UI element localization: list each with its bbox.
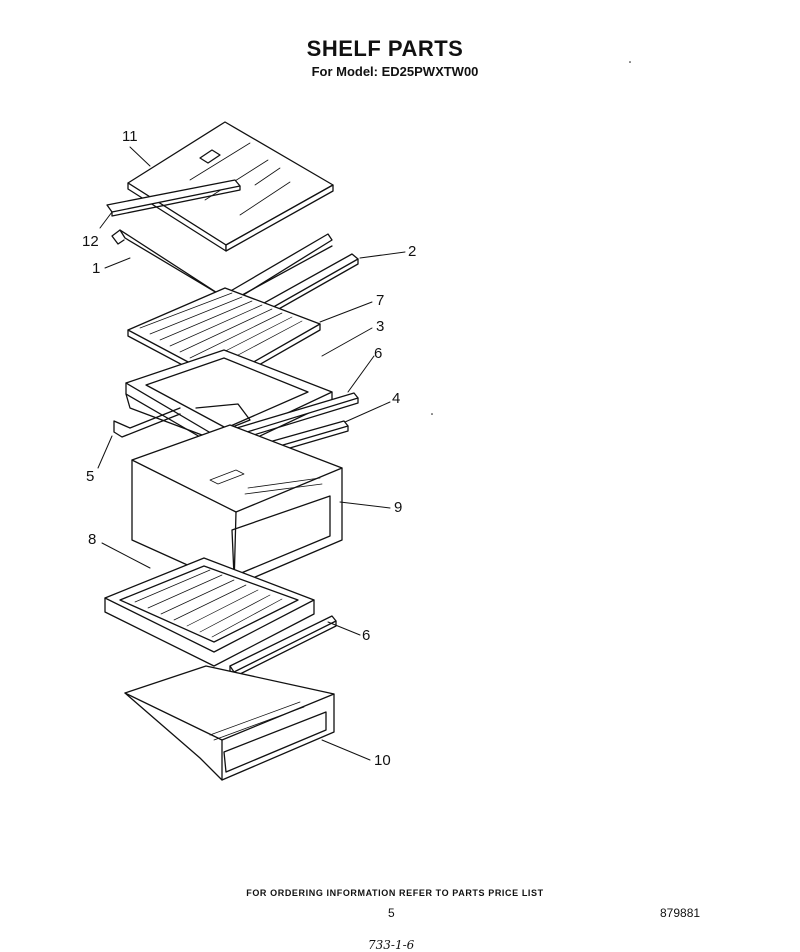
callout-6-lower: 6 bbox=[362, 627, 370, 644]
part-10-lower-drawer bbox=[124, 665, 335, 781]
handwritten-mark: 733-1-6 bbox=[368, 938, 415, 952]
part-8-ribbed-shelf bbox=[104, 557, 315, 667]
callout-5: 5 bbox=[86, 468, 94, 485]
model-subtitle: For Model: ED25PWXTW00 bbox=[311, 64, 479, 79]
callout-1: 1 bbox=[92, 260, 100, 277]
document-number: 879881 bbox=[660, 906, 701, 920]
speck bbox=[431, 413, 433, 415]
ordering-note: FOR ORDERING INFORMATION REFER TO PARTS … bbox=[246, 888, 544, 898]
part-3-crisper-cover-frame bbox=[125, 349, 333, 453]
callout-8: 8 bbox=[88, 531, 96, 548]
callout-11: 11 bbox=[122, 128, 138, 145]
part-5-left-rail bbox=[113, 407, 181, 438]
callout-9: 9 bbox=[394, 499, 402, 516]
callout-3: 3 bbox=[376, 318, 384, 335]
part-9-crisper-drawer bbox=[131, 424, 343, 587]
callout-12: 12 bbox=[82, 233, 99, 250]
callout-2: 2 bbox=[408, 243, 416, 260]
page-title: SHELF PARTS bbox=[306, 36, 464, 61]
speck bbox=[629, 61, 631, 63]
callout-6-upper: 6 bbox=[374, 345, 382, 362]
part-12-shelf-trim bbox=[106, 179, 241, 217]
page-number: 5 bbox=[388, 906, 395, 920]
callout-10: 10 bbox=[374, 752, 391, 769]
leader-lines bbox=[97, 146, 406, 761]
callout-4: 4 bbox=[392, 390, 400, 407]
callout-7: 7 bbox=[376, 292, 384, 309]
